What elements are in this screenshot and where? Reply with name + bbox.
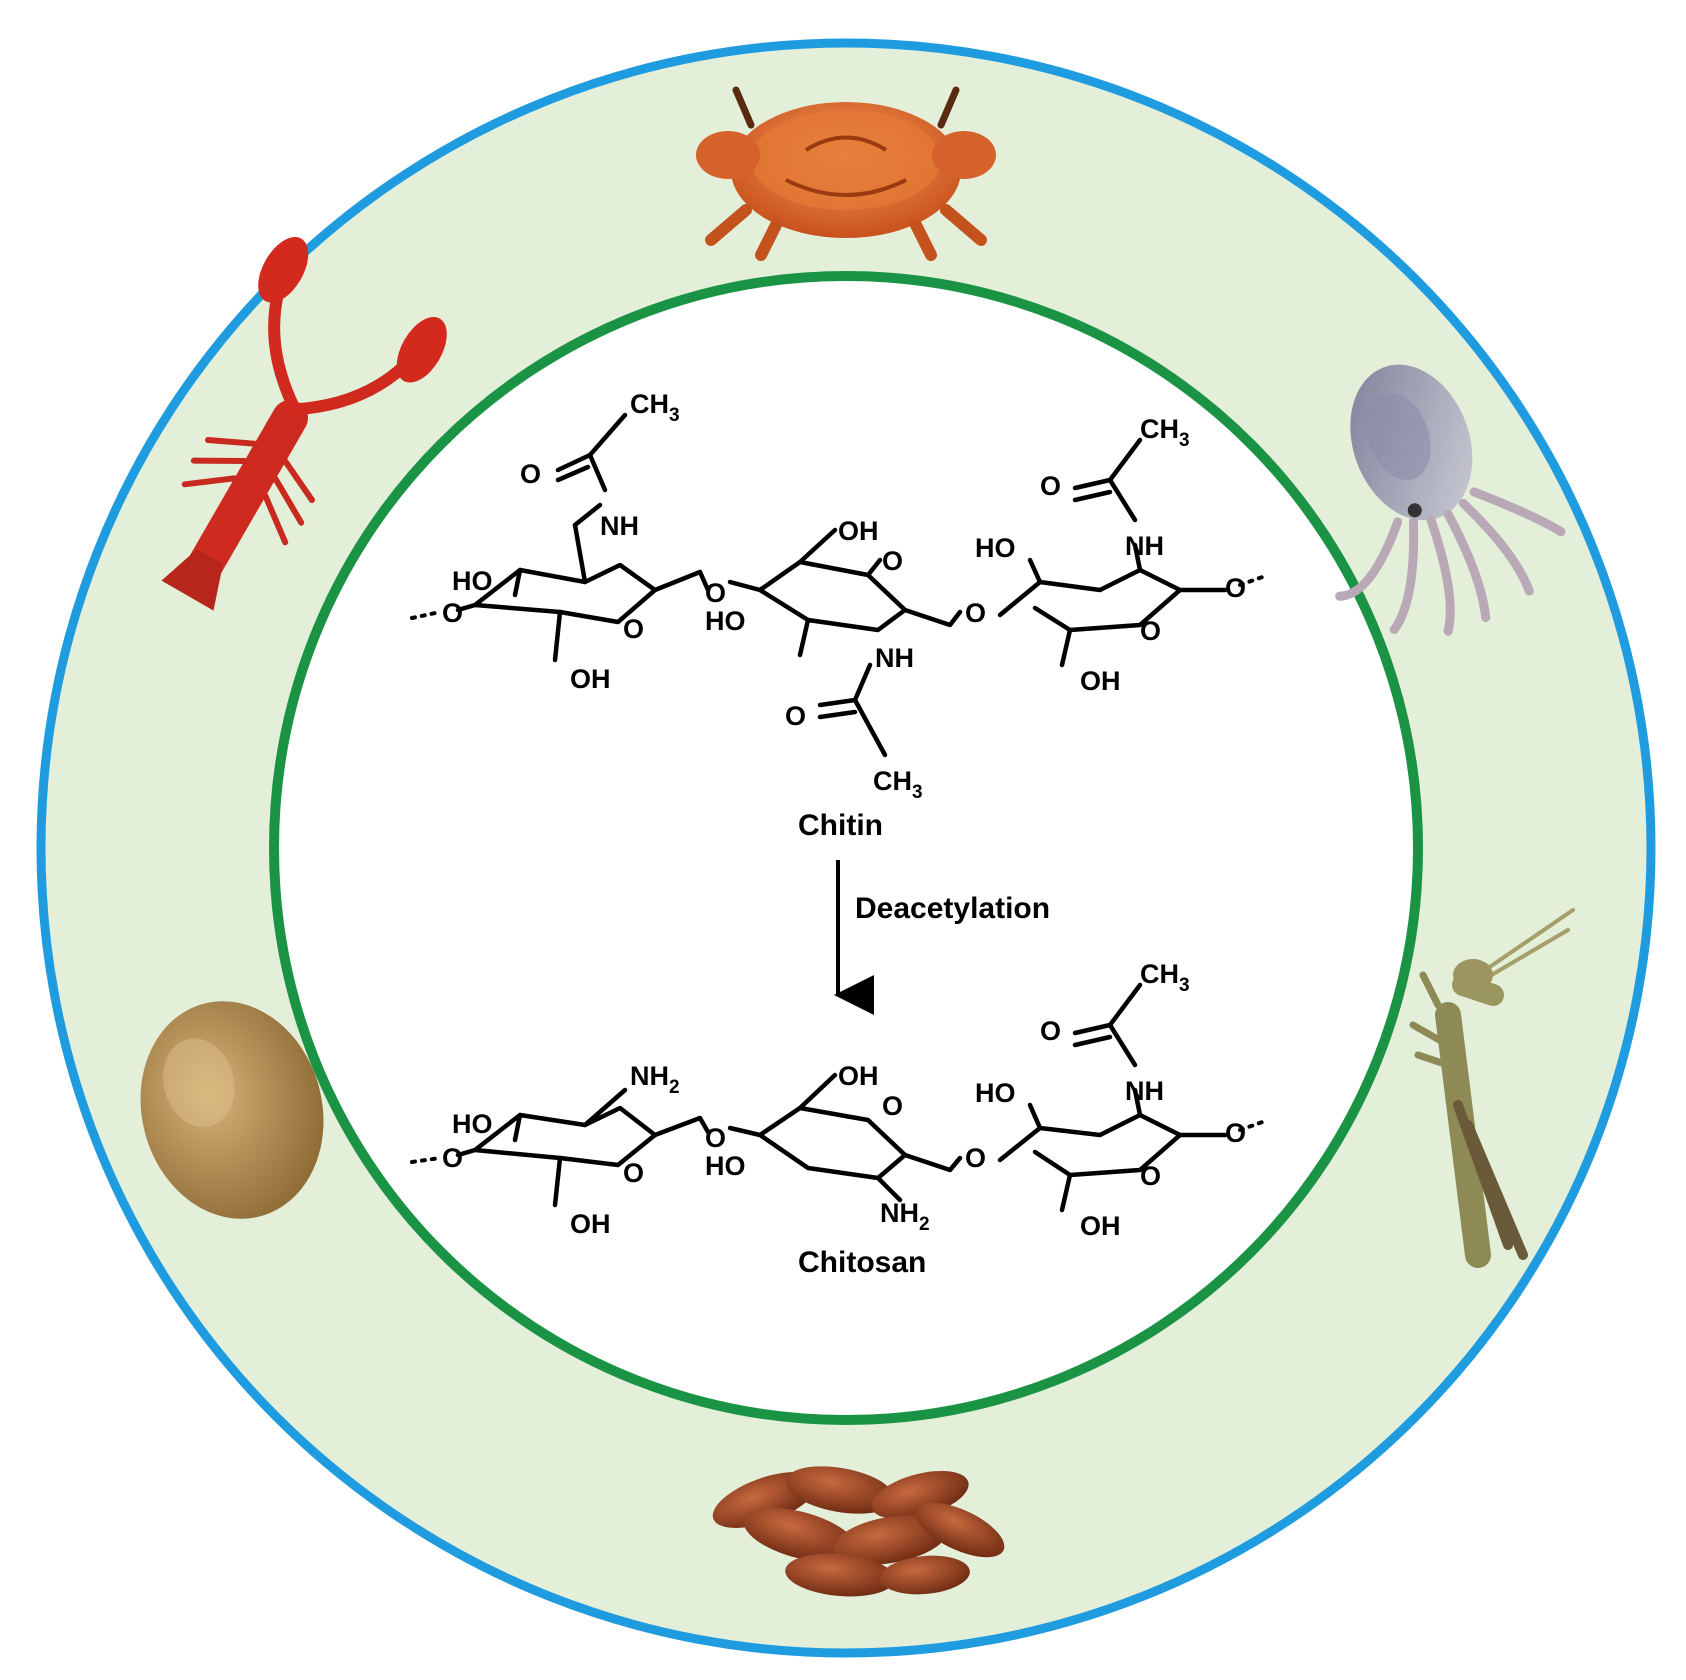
ho-label: HO (975, 533, 1016, 563)
chitin-label: Chitin (798, 809, 883, 842)
ring-o-label: O (882, 546, 903, 576)
linkage-o-label: O (1225, 1118, 1246, 1148)
chitosan-structure: NH2 HO O O OH O OH O HO NH2 O CH3 O HO N… (410, 959, 1270, 1279)
oh-label: OH (1080, 666, 1121, 696)
ring-o-label: O (882, 1091, 903, 1121)
nh-label: NH (1125, 1076, 1164, 1106)
linkage-o-label: O (705, 1123, 726, 1153)
linkage-o-label: O (1225, 573, 1246, 603)
ring-o-label: O (442, 1143, 463, 1173)
linkage-o-label: O (965, 598, 986, 628)
crayfish-icon (161, 237, 447, 611)
chitin-structure: CH3 O NH HO O O OH O OH O HO NH O CH3 O … (410, 389, 1270, 842)
deacetylation-arrow: Deacetylation (834, 860, 1050, 1015)
ch3-label: CH3 (1140, 414, 1190, 451)
nh2-label: NH2 (630, 1061, 680, 1098)
carbonyl-o-label: O (785, 701, 806, 731)
ho-label: HO (705, 606, 746, 636)
ch3-label: CH3 (1140, 959, 1190, 996)
carbonyl-o-label: O (1040, 1016, 1061, 1046)
nh2-label: NH2 (880, 1198, 930, 1235)
ch3-label: CH3 (630, 389, 680, 426)
oh-label: OH (570, 664, 611, 694)
nh-label: NH (875, 643, 914, 673)
kiwi-icon (140, 1001, 324, 1219)
nh-label: NH (1125, 531, 1164, 561)
ho-label: HO (452, 566, 493, 596)
crab-icon (696, 86, 996, 261)
ring-o-label: O (1140, 616, 1161, 646)
oh-label: OH (1080, 1211, 1121, 1241)
deacetylation-label: Deacetylation (855, 892, 1050, 925)
linkage-o-label: O (965, 1143, 986, 1173)
ho-label: HO (452, 1109, 493, 1139)
silkworm-pupae-icon (712, 1466, 1005, 1597)
carbonyl-o-label: O (520, 459, 541, 489)
cuttlefish-icon (1335, 364, 1566, 636)
ho-label: HO (705, 1151, 746, 1181)
nh-label: NH (600, 511, 639, 541)
grasshopper-icon (1409, 908, 1575, 1268)
linkage-o-label: O (705, 578, 726, 608)
ring-o-label: O (1140, 1161, 1161, 1191)
ho-label: HO (975, 1078, 1016, 1108)
inner-ring (269, 271, 1423, 1425)
oh-label: OH (570, 1209, 611, 1239)
ring-o-label: O (623, 1158, 644, 1188)
oh-label: OH (838, 516, 879, 546)
chitosan-label: Chitosan (798, 1246, 926, 1279)
carbonyl-o-label: O (1040, 471, 1061, 501)
ring-o-label: O (623, 614, 644, 644)
oh-label: OH (838, 1061, 879, 1091)
ch3-label: CH3 (873, 766, 923, 803)
ring-o-label: O (442, 598, 463, 628)
